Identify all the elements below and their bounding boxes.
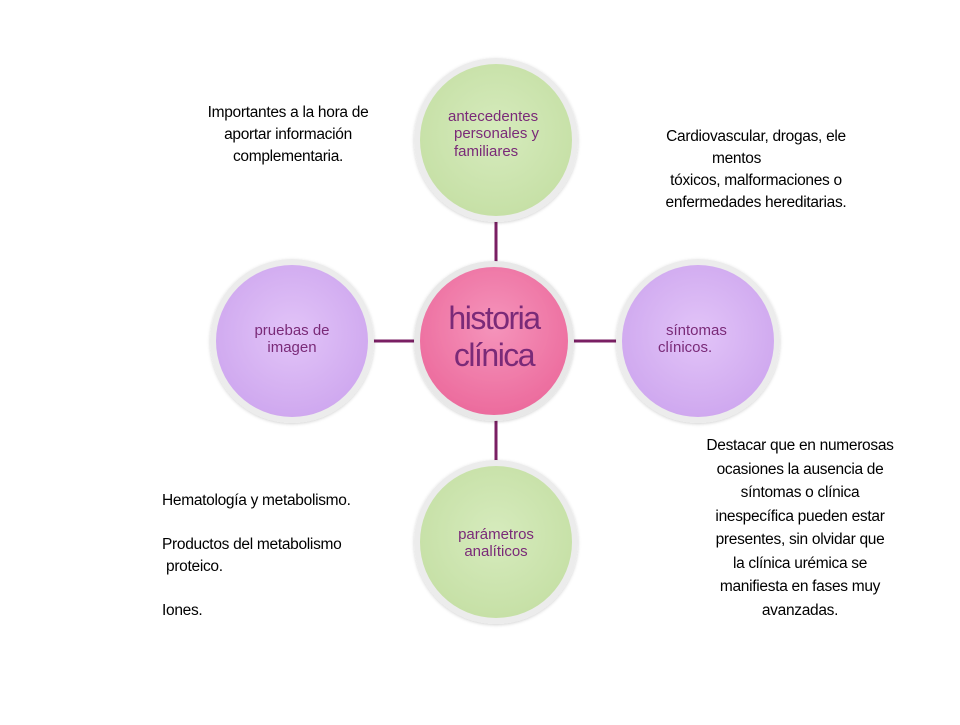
note-bottom-right-line5: presentes, sin olvidar que <box>715 531 885 548</box>
note-top-right-line3: tóxicos, malformaciones o <box>670 172 842 189</box>
note-bottom-right: Destacar que en numerosas ocasiones la a… <box>680 434 920 622</box>
note-bottom-right-line7: manifiesta en fases muy <box>719 578 881 595</box>
note-bottom-right-line3: síntomas o clínica <box>740 484 860 501</box>
note-bottom-right-line2: ocasiones la ausencia de <box>716 460 884 478</box>
node-parametros <box>414 460 578 624</box>
pruebas-label: pruebas de imagen <box>230 322 354 357</box>
antecedentes-line1: antecedentes <box>448 108 539 125</box>
note-bottom-left-item2-line1: Productos del metabolismo <box>162 536 342 553</box>
sintomas-line1: síntomas <box>666 322 727 339</box>
antecedentes-line3: familiares <box>454 142 519 160</box>
note-bottom-left-item3: Iones. <box>162 602 203 619</box>
parametros-line1: parámetros <box>458 526 534 543</box>
center-label: historia clínica <box>404 300 584 374</box>
center-label-line2: clínica <box>453 336 536 373</box>
note-bottom-left: Hematología y metabolismo. Productos del… <box>162 490 402 622</box>
connectors <box>372 218 620 464</box>
pruebas-line1: pruebas de <box>254 322 330 339</box>
antecedentes-line2: personales y <box>454 125 540 143</box>
sintomas-label: síntomas clínicos. <box>650 322 760 357</box>
node-sintomas <box>616 259 780 423</box>
note-bottom-left-spacer2 <box>162 578 402 600</box>
note-bottom-left-spacer1 <box>162 512 402 534</box>
parametros-label: parámetros analíticos <box>436 526 556 561</box>
note-bottom-right-line8: avanzadas. <box>761 601 839 619</box>
node-antecedentes <box>414 58 578 222</box>
node-center <box>414 261 574 421</box>
note-bottom-right-line1: Destacar que en numerosas <box>706 437 894 454</box>
note-bottom-left-item1: Hematología y metabolismo. <box>162 492 351 509</box>
pruebas-line2: imagen <box>267 339 317 357</box>
antecedentes-label: antecedentes personales y familiares <box>440 108 560 160</box>
center-label-line1: historia <box>448 300 541 336</box>
parametros-line2: analíticos <box>464 543 528 561</box>
note-top-right-line1: Cardiovascular, drogas, ele <box>666 128 846 145</box>
note-top-left-line3: complementaria. <box>232 148 344 165</box>
note-top-right-line2: mentos <box>712 150 762 167</box>
note-top-left-line1: Importantes a la hora de <box>207 104 369 121</box>
note-top-left-line2: aportar información <box>224 126 352 143</box>
note-top-right: Cardiovascular, drogas, ele mentos tóxic… <box>636 126 876 214</box>
note-bottom-left-item2-line2: proteico. <box>166 558 223 575</box>
sintomas-line2: clínicos. <box>658 339 713 357</box>
note-top-left: Importantes a la hora de aportar informa… <box>178 102 398 168</box>
note-bottom-right-line4: inespecífica pueden estar <box>715 507 885 525</box>
note-bottom-right-line6: la clínica urémica se <box>732 554 868 572</box>
node-pruebas <box>210 259 374 423</box>
note-top-right-line4: enfermedades hereditarias. <box>665 194 847 211</box>
